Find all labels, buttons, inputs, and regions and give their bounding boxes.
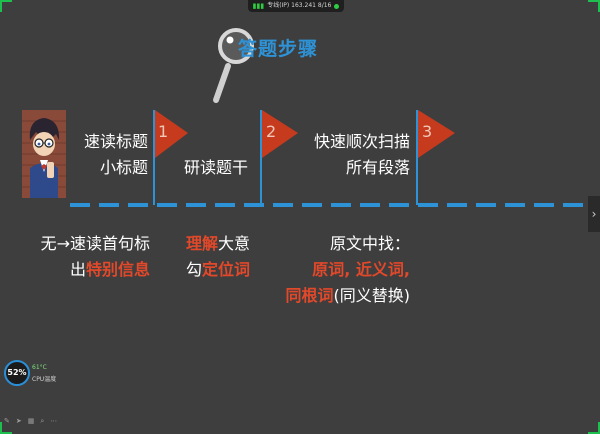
- step-number-1: 1: [158, 122, 169, 141]
- character-avatar-image: [22, 110, 66, 198]
- step-3-line-2: 所有段落: [345, 158, 410, 177]
- chevron-right-icon: ›: [591, 207, 597, 221]
- next-slide-button[interactable]: ›: [588, 196, 600, 232]
- cpu-temperature-label: CPU温度: [32, 376, 57, 383]
- more-icon[interactable]: ⋯: [50, 417, 58, 425]
- step-1-line-2: 小标题: [99, 158, 148, 177]
- window-corner-marker: [0, 0, 12, 12]
- connection-info: 专线(IP) 163.241 8/16: [267, 2, 332, 9]
- performance-percent: 52%: [4, 360, 30, 386]
- heading-area: 答题步骤: [212, 28, 332, 110]
- window-corner-marker: [0, 422, 12, 434]
- flag-1: [155, 110, 188, 158]
- step-number-3: 3: [422, 122, 433, 141]
- signal-icon: ▮▮▮: [252, 2, 265, 10]
- pointer-icon[interactable]: ➤: [15, 417, 22, 425]
- grid-icon[interactable]: ▦: [27, 417, 35, 425]
- step-1-line-1: 速读标题: [83, 132, 148, 151]
- note-2-line-1: 理解大意: [186, 234, 251, 253]
- note-1-line-2: 出特别信息: [69, 260, 150, 279]
- connection-status-icon: [334, 3, 340, 9]
- note-1-line-1: 无→速读首句标: [40, 234, 150, 253]
- window-corner-marker: [588, 0, 600, 12]
- window-corner-marker: [588, 422, 600, 434]
- zoom-icon[interactable]: ⌕: [40, 417, 45, 425]
- step-number-2: 2: [266, 122, 277, 141]
- slide-title: 答题步骤: [238, 38, 319, 60]
- presentation-toolbar: ✎ ➤ ▦ ⌕ ⋯: [4, 417, 57, 426]
- note-3-line-2: 原词, 近义词,: [312, 260, 410, 279]
- note-3-line-3: 同根词(同义替换): [285, 286, 410, 305]
- step-3-line-1: 快速顺次扫描: [313, 132, 410, 151]
- note-2-line-2: 勾定位词: [186, 260, 251, 279]
- magnifier-icon: [213, 28, 254, 103]
- flag-2: [262, 110, 298, 158]
- note-3-line-1: 原文中找：: [329, 234, 410, 253]
- remote-status-bar[interactable]: ▮▮▮ 专线(IP) 163.241 8/16: [248, 0, 344, 12]
- flag-3: [418, 110, 455, 158]
- cpu-temperature: 61°C: [32, 364, 47, 371]
- pen-icon[interactable]: ✎: [4, 417, 10, 425]
- step-2-line-1: 研读题干: [184, 158, 249, 177]
